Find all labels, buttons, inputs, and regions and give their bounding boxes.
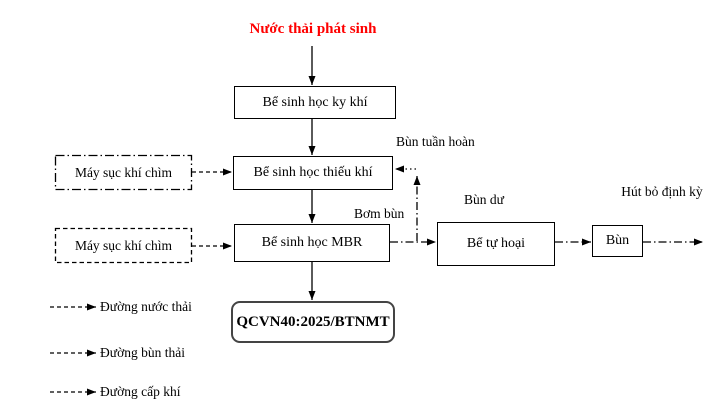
label-periodic-removal: Hút bỏ định kỳ (621, 184, 703, 199)
legend-item-air-line: Đường cấp khí (100, 384, 181, 399)
aerator-box-top-border (54, 154, 193, 191)
diagram-title: Nước thải phát sinh (249, 21, 377, 37)
label-sludge-pump: Bơm bùn (354, 206, 405, 221)
box-aerator-top: Máy sục khí chìm (74, 164, 173, 180)
aerator-box-bottom-border (54, 227, 193, 264)
box-aerator-bottom: Máy sục khí chìm (74, 237, 173, 253)
box-mbr-tank: Bể sinh học MBR (234, 224, 390, 262)
label-sludge-recirculation: Bùn tuần hoàn (396, 134, 475, 149)
legend-item-wastewater-line: Đường nước thải (100, 299, 192, 314)
label-excess-sludge: Bùn dư (464, 192, 504, 207)
legend-item-sludge-line: Đường bùn thải (100, 345, 185, 360)
box-effluent-standard: QCVN40:2025/BTNMT (231, 301, 395, 343)
box-anaerobic-tank: Bể sinh học ky khí (234, 86, 396, 119)
box-septic-tank: Bể tự hoại (437, 222, 555, 266)
box-anoxic-tank: Bể sinh học thiếu khí (233, 156, 393, 190)
box-sludge: Bùn (592, 225, 643, 257)
